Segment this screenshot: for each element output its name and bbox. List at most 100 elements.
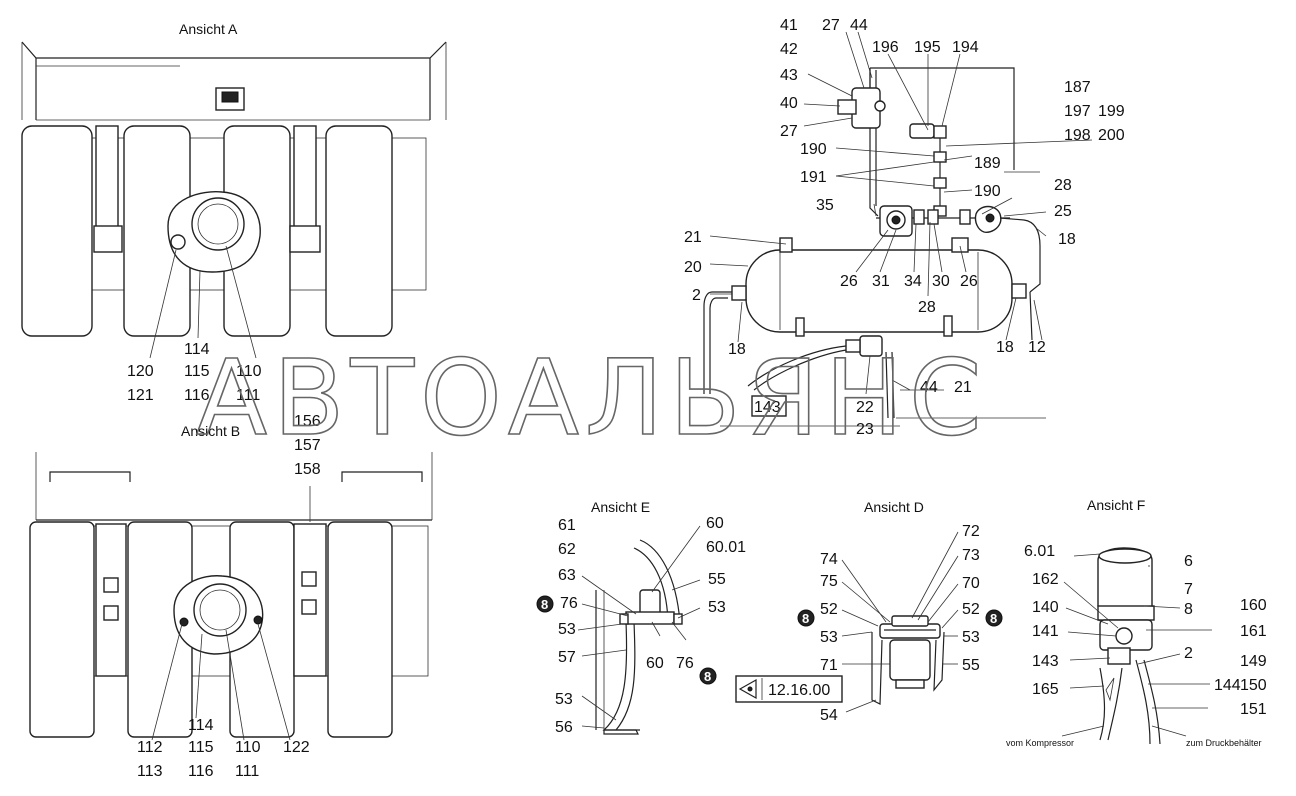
label-31: 31 [872, 273, 890, 290]
label-190b: 190 [974, 183, 1001, 200]
label-156: 156 [294, 413, 321, 430]
label-43: 43 [780, 67, 798, 84]
badge-e2 [699, 667, 717, 685]
label-6-01: 6.01 [1024, 543, 1055, 560]
label-55d: 55 [962, 657, 980, 674]
label-191: 191 [800, 169, 827, 186]
note-from-compressor: vom Kompressor [1006, 738, 1074, 748]
label-27b: 27 [780, 123, 798, 140]
label-8: 8 [1184, 601, 1193, 618]
view-d-title: Ansicht D [864, 499, 924, 515]
label-12: 12 [1028, 339, 1046, 356]
label-72: 72 [962, 523, 980, 540]
badge-d2-text: 8 [990, 611, 997, 626]
badge-d1-text: 8 [802, 611, 809, 626]
label-22: 22 [856, 399, 874, 416]
label-161: 161 [1240, 623, 1267, 640]
label-53d-a: 53 [820, 629, 838, 646]
label-197: 197 [1064, 103, 1091, 120]
badge-e2-text: 8 [704, 669, 711, 684]
label-114b: 114 [188, 717, 214, 734]
badge-d1 [797, 609, 815, 627]
tire-a4 [325, 125, 393, 337]
label-112: 112 [137, 739, 163, 756]
label-143-box [751, 395, 787, 417]
label-115: 115 [184, 363, 210, 380]
label-143f: 143 [1032, 653, 1059, 670]
label-52a: 52 [820, 601, 838, 618]
label-7: 7 [1184, 581, 1193, 598]
view-main: 143 41 42 43 40 27 27 44 196 195 194 187… [684, 17, 1125, 438]
view-a-title: Ansicht A [179, 21, 238, 37]
label-187: 187 [1064, 79, 1091, 96]
label-122: 122 [283, 739, 310, 756]
label-26a: 26 [840, 273, 858, 290]
label-42: 42 [780, 41, 798, 58]
label-141: 141 [1032, 623, 1059, 640]
badge-e1-text: 8 [541, 597, 548, 612]
label-200: 200 [1098, 127, 1125, 144]
label-28a: 28 [1054, 177, 1072, 194]
label-2: 2 [692, 287, 701, 304]
label-25: 25 [1054, 203, 1072, 220]
tire-b4 [327, 521, 393, 738]
label-110b: 110 [235, 739, 261, 756]
label-62: 62 [558, 541, 576, 558]
label-2f: 2 [1184, 645, 1193, 662]
label-20: 20 [684, 259, 702, 276]
badge-e1 [536, 595, 554, 613]
label-53b: 53 [555, 691, 573, 708]
label-113: 113 [137, 763, 163, 780]
air-reservoir [745, 249, 1013, 333]
label-18a: 18 [1058, 231, 1076, 248]
label-111b: 111 [235, 763, 259, 780]
view-d: Ansicht D 74 75 8 52 53 71 54 72 73 70 5… [797, 499, 1003, 724]
label-158: 158 [294, 461, 321, 478]
label-160: 160 [1240, 597, 1267, 614]
watermark: АВТОАЛЬЯНС [196, 337, 988, 459]
reference-number: 12.16.00 [768, 682, 830, 699]
view-f: Ansicht F 6.01 162 140 141 143 165 6 [1006, 497, 1267, 748]
tank-cap-a [191, 197, 245, 251]
label-18c: 18 [996, 339, 1014, 356]
label-41: 41 [780, 17, 798, 34]
view-b-title: Ansicht B [181, 423, 240, 439]
view-f-title: Ansicht F [1087, 497, 1145, 513]
tire-b1 [29, 521, 95, 738]
label-44a: 44 [850, 17, 868, 34]
label-60a: 60 [706, 515, 724, 532]
label-63: 63 [558, 567, 576, 584]
label-6: 6 [1184, 553, 1193, 570]
label-28b: 28 [918, 299, 936, 316]
label-44b: 44 [920, 379, 938, 396]
label-55: 55 [708, 571, 726, 588]
label-73: 73 [962, 547, 980, 564]
tank-cap-b [193, 583, 247, 637]
label-198: 198 [1064, 127, 1091, 144]
label-21a: 21 [684, 229, 702, 246]
label-60-01: 60.01 [706, 539, 746, 556]
label-150: 150 [1240, 677, 1267, 694]
label-199: 199 [1098, 103, 1125, 120]
label-70: 70 [962, 575, 980, 592]
label-151: 151 [1240, 701, 1267, 718]
label-61: 61 [558, 517, 576, 534]
label-21b: 21 [954, 379, 972, 396]
label-53d-b: 53 [962, 629, 980, 646]
label-56: 56 [555, 719, 573, 736]
label-144: 144 [1214, 677, 1241, 694]
label-60b: 60 [646, 655, 664, 672]
label-76a: 76 [560, 595, 578, 612]
label-189: 189 [974, 155, 1001, 172]
label-52b: 52 [962, 601, 980, 618]
label-75: 75 [820, 573, 838, 590]
label-71: 71 [820, 657, 838, 674]
label-34: 34 [904, 273, 922, 290]
label-121: 121 [127, 387, 154, 404]
label-53c: 53 [708, 599, 726, 616]
label-165: 165 [1032, 681, 1059, 698]
label-194: 194 [952, 39, 979, 56]
label-120: 120 [127, 363, 154, 380]
view-e-title: Ansicht E [591, 499, 650, 515]
label-40: 40 [780, 95, 798, 112]
